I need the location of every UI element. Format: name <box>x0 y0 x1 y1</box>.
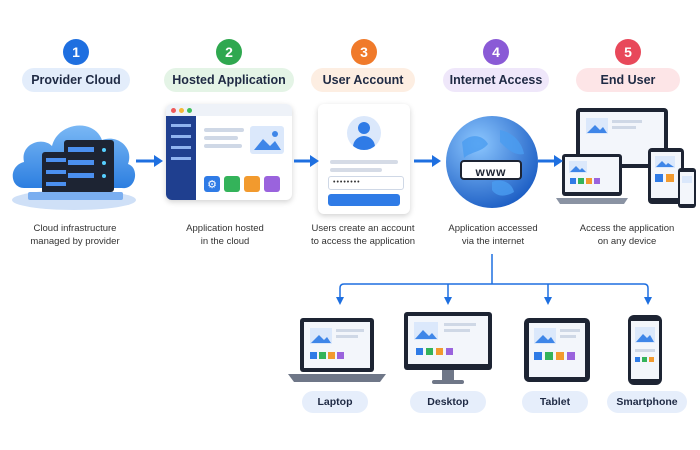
arrow-1-to-2 <box>136 155 163 167</box>
step-3-badge: 3 <box>351 39 377 65</box>
cloud-server-illustration <box>12 125 136 210</box>
multi-device-illustration <box>556 108 696 208</box>
arrow-2-to-3 <box>294 155 319 167</box>
step-1-badge: 1 <box>63 39 89 65</box>
laptop-device-icon <box>288 318 386 382</box>
device-label-desktop: Desktop <box>410 391 486 413</box>
image-placeholder-icon <box>250 126 284 154</box>
step-4-title: Internet Access <box>443 68 549 92</box>
device-label-smartphone: Smartphone <box>607 391 687 413</box>
device-label-tablet: Tablet <box>522 391 588 413</box>
step-2-title: Hosted Application <box>164 68 294 92</box>
step-4-badge: 4 <box>483 39 509 65</box>
app-icon-chart-icon <box>224 176 240 192</box>
login-button[interactable] <box>328 194 400 206</box>
window-titlebar <box>166 104 292 116</box>
step-1-title: Provider Cloud <box>22 68 130 92</box>
app-icon-cloud-icon <box>264 176 280 192</box>
desktop-device-icon <box>404 312 492 384</box>
app-sidebar <box>166 116 196 200</box>
device-branch-connector <box>336 254 652 305</box>
step-5-badge: 5 <box>615 39 641 65</box>
smartphone-device-icon <box>628 315 662 385</box>
user-avatar-icon <box>347 116 381 150</box>
app-icon-grid-icon <box>244 176 260 192</box>
arrow-3-to-4 <box>414 155 441 167</box>
user-account-card: •••••••• <box>318 104 410 214</box>
step-3-title: User Account <box>311 68 415 92</box>
app-icon-gear-icon: ⚙ <box>204 176 220 192</box>
device-label-laptop: Laptop <box>302 391 368 413</box>
step-2-badge: 2 <box>216 39 242 65</box>
arrow-4-to-5 <box>538 155 563 167</box>
step-5-title: End User <box>576 68 680 92</box>
password-field[interactable]: •••••••• <box>328 176 404 190</box>
www-label: www <box>460 160 522 180</box>
hosted-app-window: ⚙ <box>166 104 292 200</box>
tablet-device-icon <box>524 318 590 382</box>
